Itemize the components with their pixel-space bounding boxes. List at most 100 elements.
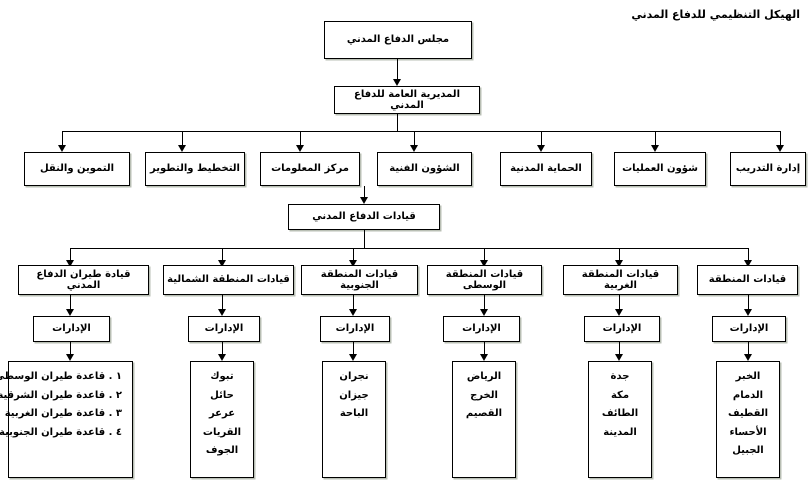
arrow-down-admin-4 [480, 309, 488, 316]
node-label: قيادات المنطقة الشمالية [167, 274, 290, 286]
list-item: ١ . قاعدة طيران الوسطى [0, 371, 122, 382]
node-general-directorate[interactable]: المديرية العامة للدفاع المدني [334, 86, 480, 114]
node-department-information-center[interactable]: مركز المعلومات [260, 152, 360, 186]
drop-line-command-5 [619, 248, 621, 262]
arrow-down-department-6 [651, 145, 659, 152]
node-command-eastern-region[interactable]: قيادات المنطقة [697, 265, 798, 295]
node-label: الإدارات [602, 323, 642, 335]
arrow-down-department-5 [537, 145, 545, 152]
list-item: نجران [339, 371, 369, 382]
node-admin-aviation[interactable]: الإدارات [33, 316, 110, 342]
node-label: الحماية المدنية [510, 163, 582, 175]
node-label: الإدارات [204, 323, 244, 335]
connector-council-directorate [397, 59, 399, 81]
list-item: القريات [202, 426, 242, 438]
list-item: القصيم [465, 408, 503, 419]
arrow-down-admin-5 [615, 309, 623, 316]
page-title: الهيكل التنظيمي للدفاع المدني [631, 8, 800, 21]
arrow-down-leaf-6 [744, 354, 752, 361]
list-item: الرياض [466, 371, 502, 382]
arrow-down-department-1 [58, 145, 66, 152]
list-item: ٣ . قاعدة طيران الغربية [4, 408, 122, 419]
connector-command-admin-1 [70, 295, 72, 311]
list-item: مكة [610, 389, 630, 401]
leaf-list-northern-cities[interactable]: تبوك حائل عرعر القريات الجوف [190, 361, 254, 478]
node-command-civil-defense-aviation[interactable]: قيادة طيران الدفاع المدني [18, 265, 149, 295]
node-label: الإدارات [52, 323, 91, 335]
department-bus-line [62, 131, 780, 133]
connector-admin-leaf-5 [619, 342, 621, 356]
node-label: المديرية العامة للدفاع المدني [353, 88, 460, 112]
arrow-down-leaf-1 [66, 354, 74, 361]
arrow-down-admin-1 [66, 309, 74, 316]
connector-admin-leaf-4 [484, 342, 486, 356]
node-label: قيادة طيران الدفاع المدني [36, 268, 131, 292]
drop-line-command-1 [70, 248, 72, 262]
node-command-northern-region[interactable]: قيادات المنطقة الشمالية [163, 265, 294, 295]
node-admin-eastern[interactable]: الإدارات [712, 316, 786, 342]
list-item: الجوف [205, 445, 239, 456]
connector-admin-leaf-6 [748, 342, 750, 356]
node-label: التخطيط والتطوير [150, 163, 240, 175]
arrow-down-leaf-3 [349, 354, 357, 361]
list-item: المدينة [603, 426, 637, 438]
list-item: الطائف [601, 408, 639, 419]
connector-command-admin-5 [619, 295, 621, 311]
leaf-items: تبوك حائل عرعر القريات الجوف [191, 368, 253, 461]
arrow-down-directorate [393, 79, 401, 86]
list-item: عرعر [208, 408, 236, 419]
arrow-down-command-1 [66, 260, 74, 267]
leaf-items: جدة مكة الطائف المدينة [589, 368, 651, 442]
leaf-list-eastern-cities[interactable]: الخبر الدمام القطيف الأحساء الجبيل [716, 361, 780, 478]
connector-command-admin-6 [748, 295, 750, 311]
arrow-down-leaf-5 [615, 354, 623, 361]
connector-command-admin-2 [222, 295, 224, 311]
drop-line-department-1 [62, 131, 64, 147]
connector-admin-leaf-3 [353, 342, 355, 356]
leaf-items: ١ . قاعدة طيران الوسطى ٢ . قاعدة طيران ا… [0, 368, 135, 442]
node-label: مجلس الدفاع المدني [346, 34, 450, 46]
node-label: قيادات المنطقة الجنوبية [320, 268, 399, 292]
node-command-central-region[interactable]: قيادات المنطقة الوسطى [427, 265, 542, 295]
arrow-down-leaf-4 [480, 354, 488, 361]
arrow-down-department-7 [776, 145, 784, 152]
node-department-supply-transport[interactable]: التموين والنقل [24, 152, 130, 186]
list-item: القطيف [727, 408, 769, 419]
node-label: شؤون العمليات [622, 163, 698, 175]
list-item: ٤ . قاعدة طيران الجنوبية [0, 426, 122, 438]
list-item: ٢ . قاعدة طيران الشرقية [0, 389, 122, 401]
connector-bus-commands-root [364, 186, 366, 199]
drop-line-command-6 [748, 248, 750, 262]
node-label: التموين والنقل [39, 163, 115, 175]
arrow-down-department-4 [410, 145, 418, 152]
node-civil-defense-commands[interactable]: قيادات الدفاع المدني [288, 204, 440, 230]
leaf-list-aviation-bases[interactable]: ١ . قاعدة طيران الوسطى ٢ . قاعدة طيران ا… [0, 361, 135, 478]
node-department-civil-protection[interactable]: الحماية المدنية [500, 152, 592, 186]
list-item: الباحة [339, 408, 369, 419]
node-admin-southern[interactable]: الإدارات [320, 316, 390, 342]
node-label: الشؤون الفنية [389, 163, 460, 175]
list-item: الخبر [735, 371, 761, 382]
list-item: الخرج [470, 389, 498, 401]
list-item: الأحساء [729, 426, 767, 438]
node-label: قيادات المنطقة [708, 274, 787, 286]
node-civil-defense-council[interactable]: مجلس الدفاع المدني [324, 21, 472, 59]
drop-line-department-3 [300, 131, 302, 147]
list-item: حائل [210, 389, 234, 401]
leaf-list-western-cities[interactable]: جدة مكة الطائف المدينة [588, 361, 652, 478]
node-department-training[interactable]: إدارة التدريب [730, 152, 806, 186]
arrow-down-admin-2 [218, 309, 226, 316]
node-label: الإدارات [729, 323, 769, 335]
node-command-southern-region[interactable]: قيادات المنطقة الجنوبية [301, 265, 418, 295]
node-department-technical-affairs[interactable]: الشؤون الفنية [377, 152, 472, 186]
leaf-list-central-cities[interactable]: الرياض الخرج القصيم [452, 361, 516, 478]
node-admin-northern[interactable]: الإدارات [188, 316, 260, 342]
node-department-operations-affairs[interactable]: شؤون العمليات [614, 152, 706, 186]
node-label: إدارة التدريب [735, 163, 801, 175]
node-department-planning-development[interactable]: التخطيط والتطوير [145, 152, 245, 186]
node-admin-western[interactable]: الإدارات [584, 316, 660, 342]
node-command-western-region[interactable]: قيادات المنطقة الغربية [563, 265, 678, 295]
leaf-list-southern-cities[interactable]: نجران جيزان الباحة [322, 361, 386, 478]
node-admin-central[interactable]: الإدارات [443, 316, 520, 342]
